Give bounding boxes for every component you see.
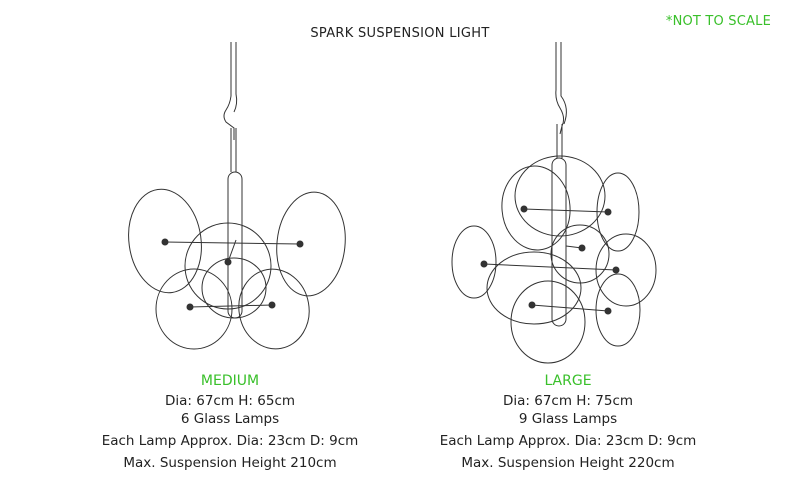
large-light-drawing [451,42,657,364]
spec-medium: MEDIUM Dia: 67cm H: 65cm 6 Glass Lamps E… [70,372,390,472]
glass-lamp [201,257,267,319]
size-name: LARGE [544,373,592,389]
scale-note: *NOT TO SCALE [665,14,771,29]
glass-lamp [486,251,582,325]
glass-lamp [155,268,233,350]
lamp-count: 9 Glass Lamps [518,411,618,427]
glass-lamp [184,222,272,310]
glass-lamp [595,233,657,307]
glass-lamp [514,155,606,237]
glass-lamp [451,225,497,299]
glass-lamp [501,165,571,251]
suspension-height: Max. Suspension Height 220cm [461,455,675,471]
glass-lamp [128,188,202,294]
glass-lamp [238,268,310,350]
glass-lamp [510,280,586,364]
glass-lamp [596,172,640,252]
lamp-size: Each Lamp Approx. Dia: 23cm D: 9cm [439,433,697,449]
glass-lamp [550,224,610,284]
glass-lamp [276,191,346,297]
spec-large: LARGE Dia: 67cm H: 75cm 9 Glass Lamps Ea… [408,372,728,472]
lamp-count: 6 Glass Lamps [180,411,280,427]
dimensions: Dia: 67cm H: 65cm [164,393,296,409]
lamp-size: Each Lamp Approx. Dia: 23cm D: 9cm [101,433,359,449]
size-name: MEDIUM [200,373,260,389]
glass-lamp [595,273,641,347]
medium-light-drawing [128,42,346,350]
suspension-height: Max. Suspension Height 210cm [123,455,337,471]
dimensions: Dia: 67cm H: 75cm [502,393,634,409]
page-title: SPARK SUSPENSION LIGHT [310,26,490,41]
